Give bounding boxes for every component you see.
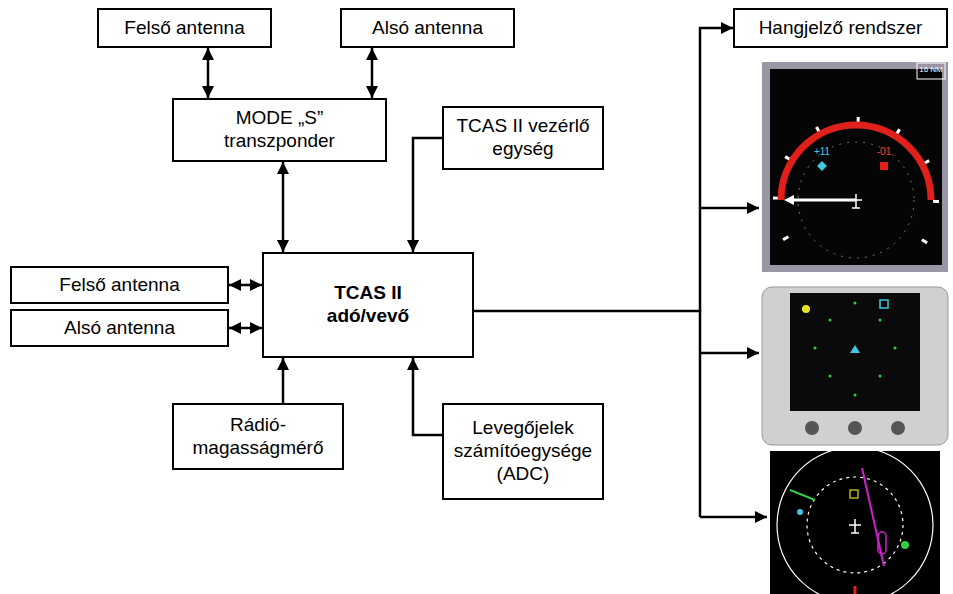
box-label: Felső antenna xyxy=(59,274,179,297)
connector-arrow xyxy=(207,48,210,98)
connector-arrow xyxy=(371,48,374,98)
processor-box: TCAS II adó/vevő xyxy=(262,252,474,358)
connector-arrow xyxy=(282,358,285,403)
box-label: Felső antenna xyxy=(124,17,244,40)
component-box: Levegőjelek számítóegysége (ADC) xyxy=(442,403,604,500)
box-label: Alsó antenna xyxy=(64,317,175,340)
branch-wires xyxy=(700,208,767,517)
connector-arrow xyxy=(229,327,262,330)
component-box: Rádió- magasságmérő xyxy=(172,403,344,470)
box-label: Rádió- magasságmérő xyxy=(180,414,336,460)
component-box: Hangjelző rendszer xyxy=(733,8,948,48)
traffic-display xyxy=(762,287,948,445)
vsi-display xyxy=(762,62,948,280)
component-box: Alsó antenna xyxy=(340,8,515,48)
screen-readout: 16 NM xyxy=(917,65,945,74)
connector-arrow xyxy=(413,358,442,435)
component-box: Felső antenna xyxy=(97,8,272,48)
connector-arrow xyxy=(229,284,262,287)
box-label: TCAS II vezérlő egység xyxy=(450,115,596,161)
screen-readout: +11 xyxy=(810,146,834,157)
connector-arrow xyxy=(413,138,442,252)
component-box: Felső antenna xyxy=(10,266,229,304)
box-label: TCAS II adó/vevő xyxy=(313,282,423,328)
box-label: MODE „S” transzponder xyxy=(180,107,379,153)
box-label: Levegőjelek számítóegysége (ADC) xyxy=(450,417,596,485)
navigation-display xyxy=(770,447,940,594)
connector-arrow xyxy=(282,162,285,252)
box-label: Hangjelző rendszer xyxy=(759,17,923,40)
screen-readout: -01 xyxy=(872,146,896,157)
component-box: MODE „S” transzponder xyxy=(172,98,387,162)
component-box: TCAS II vezérlő egység xyxy=(442,106,604,170)
component-box: Alsó antenna xyxy=(10,309,229,347)
box-label: Alsó antenna xyxy=(372,17,483,40)
